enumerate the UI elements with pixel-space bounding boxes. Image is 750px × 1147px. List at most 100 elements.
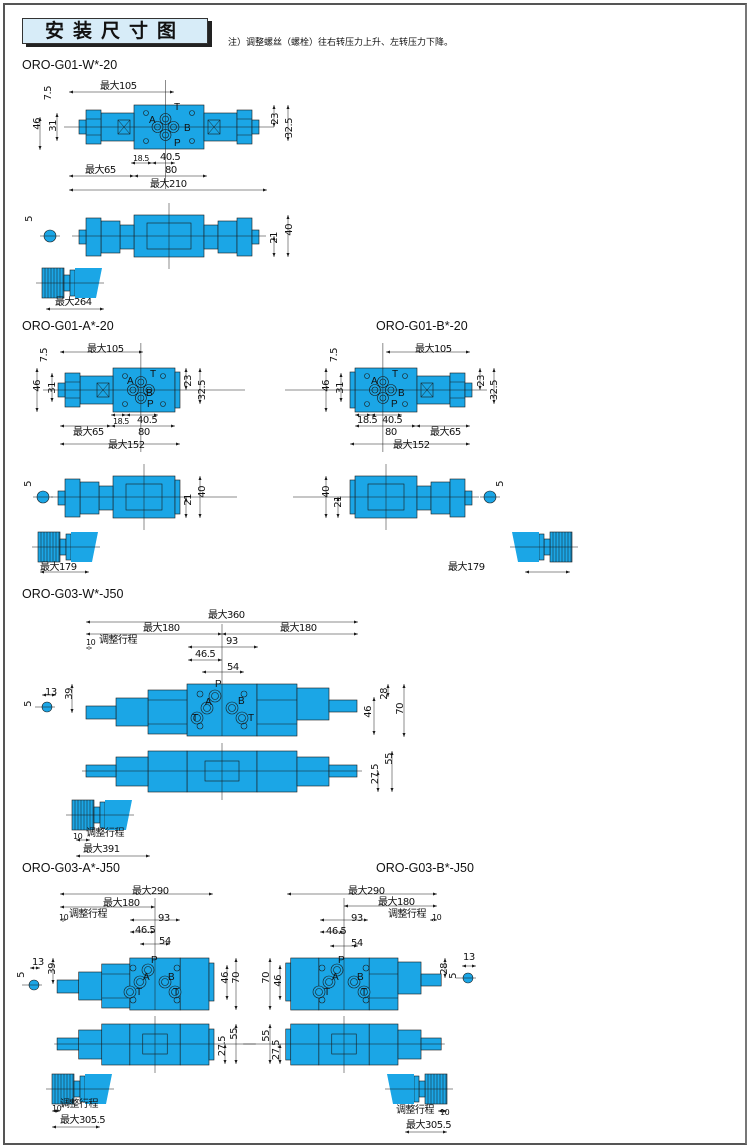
plug [285,1028,292,1061]
port-label: T [248,713,255,724]
bolt-hole [143,110,149,116]
bolt-hole [189,138,195,144]
port-label: T [173,987,180,998]
port-circle [333,966,341,974]
dim-label: 最大360 [208,610,245,621]
port-label: T [150,369,157,380]
port-circle [208,689,222,703]
bolt-hole [402,373,408,379]
dim-label: 最大305.5 [60,1115,106,1126]
port-circle [193,714,201,722]
adjusting-screw [85,705,117,720]
bolt-hole [173,964,181,972]
dim-label: 27.5 [217,1036,228,1057]
cylinder-body [115,756,149,787]
port-label: B [146,388,153,399]
bolt-hole [240,690,248,698]
port-circle [322,975,336,989]
dim-label: 18.5 [113,417,129,426]
cylinder-body [78,1029,103,1060]
cylinder-body [397,1029,422,1060]
dim-label: 21 [333,496,344,508]
dim-label: 最大65 [73,427,104,438]
dimension-arrow [278,965,282,1000]
bolt-hole [318,964,326,972]
dim-label: 最大391 [83,844,120,855]
pressure-section [256,750,298,793]
dim-label: 最大180 [378,897,415,908]
dimension-arrow [223,1044,227,1064]
dimension-arrow [462,964,476,968]
dim-label: 最大65 [430,427,461,438]
dimension-arrow [60,918,66,922]
port-circle [228,704,236,712]
bolt-hole [160,373,166,379]
port-circle [126,988,134,996]
dimension-arrow [286,105,290,141]
dimension-arrow [30,966,40,970]
dimension-arrow [386,684,390,697]
dim-label: 54 [227,662,239,673]
dim-label: 40 [197,486,208,498]
hex-nut [64,478,81,518]
dim-label: 10 [59,913,69,922]
pressure-section [256,683,298,737]
dim-label: 40 [284,224,295,236]
cylinder-body [296,756,330,787]
dim-label: 最大152 [108,440,145,451]
dim-label: 最大210 [150,179,187,190]
dim-label: 10 [73,832,83,841]
dimension-arrow [438,1109,447,1113]
dim-label: 最大305.5 [406,1120,452,1131]
dim-label: 80 [138,427,150,438]
dim-label: 调整行程 [388,909,427,920]
dim-label: 调整行程 [60,1099,99,1110]
dim-label: 40.5 [382,415,403,426]
dim-label: 54 [159,936,171,947]
bolt-hole [122,373,128,379]
bolt-hole [189,110,195,116]
bolt-hole [240,722,248,730]
dim-label: 最大105 [87,344,124,355]
model-title: ORO-G01-B*-20 [376,319,468,333]
dim-label: 最大180 [280,623,317,634]
bolt-hole [362,996,370,1004]
port-label: T [174,102,181,113]
port-circle [357,985,371,999]
dim-label: 46 [220,972,231,984]
port-label: P [215,679,222,690]
dim-label: 46.5 [195,649,216,660]
dim-label: 10 [432,913,442,922]
port-label: A [143,972,150,983]
adjusting-screw [57,490,66,506]
adjusting-screw [464,490,473,506]
bolt-hole [402,401,408,407]
bolt-hole [196,690,204,698]
adjusting-screw [328,699,358,713]
cylinder-body [296,687,330,721]
dim-label: 39 [64,688,75,700]
dimension-arrow [188,658,222,662]
dim-label: 40.5 [137,415,158,426]
port-circle [141,963,155,977]
cylinder-body [115,697,149,727]
port-label: P [391,399,398,410]
port-label: T [192,713,199,724]
dim-label: 32.5 [197,380,208,401]
plug [285,962,292,1002]
dim-label: 调整行程 [69,909,108,920]
dim-label: 最大290 [132,886,169,897]
cylinder-body [119,224,135,250]
dim-label: 46.5 [326,926,347,937]
port-circle [161,978,169,986]
port-circle [200,701,214,715]
dim-label: 93 [158,913,170,924]
dim-label: 23 [270,113,281,125]
port-label: B [168,972,175,983]
port-label: A [149,115,156,126]
model-title: ORO-G01-W*-20 [22,58,118,72]
port-circle [190,711,204,725]
port-circle [325,978,333,986]
dim-label: 70 [231,972,242,984]
